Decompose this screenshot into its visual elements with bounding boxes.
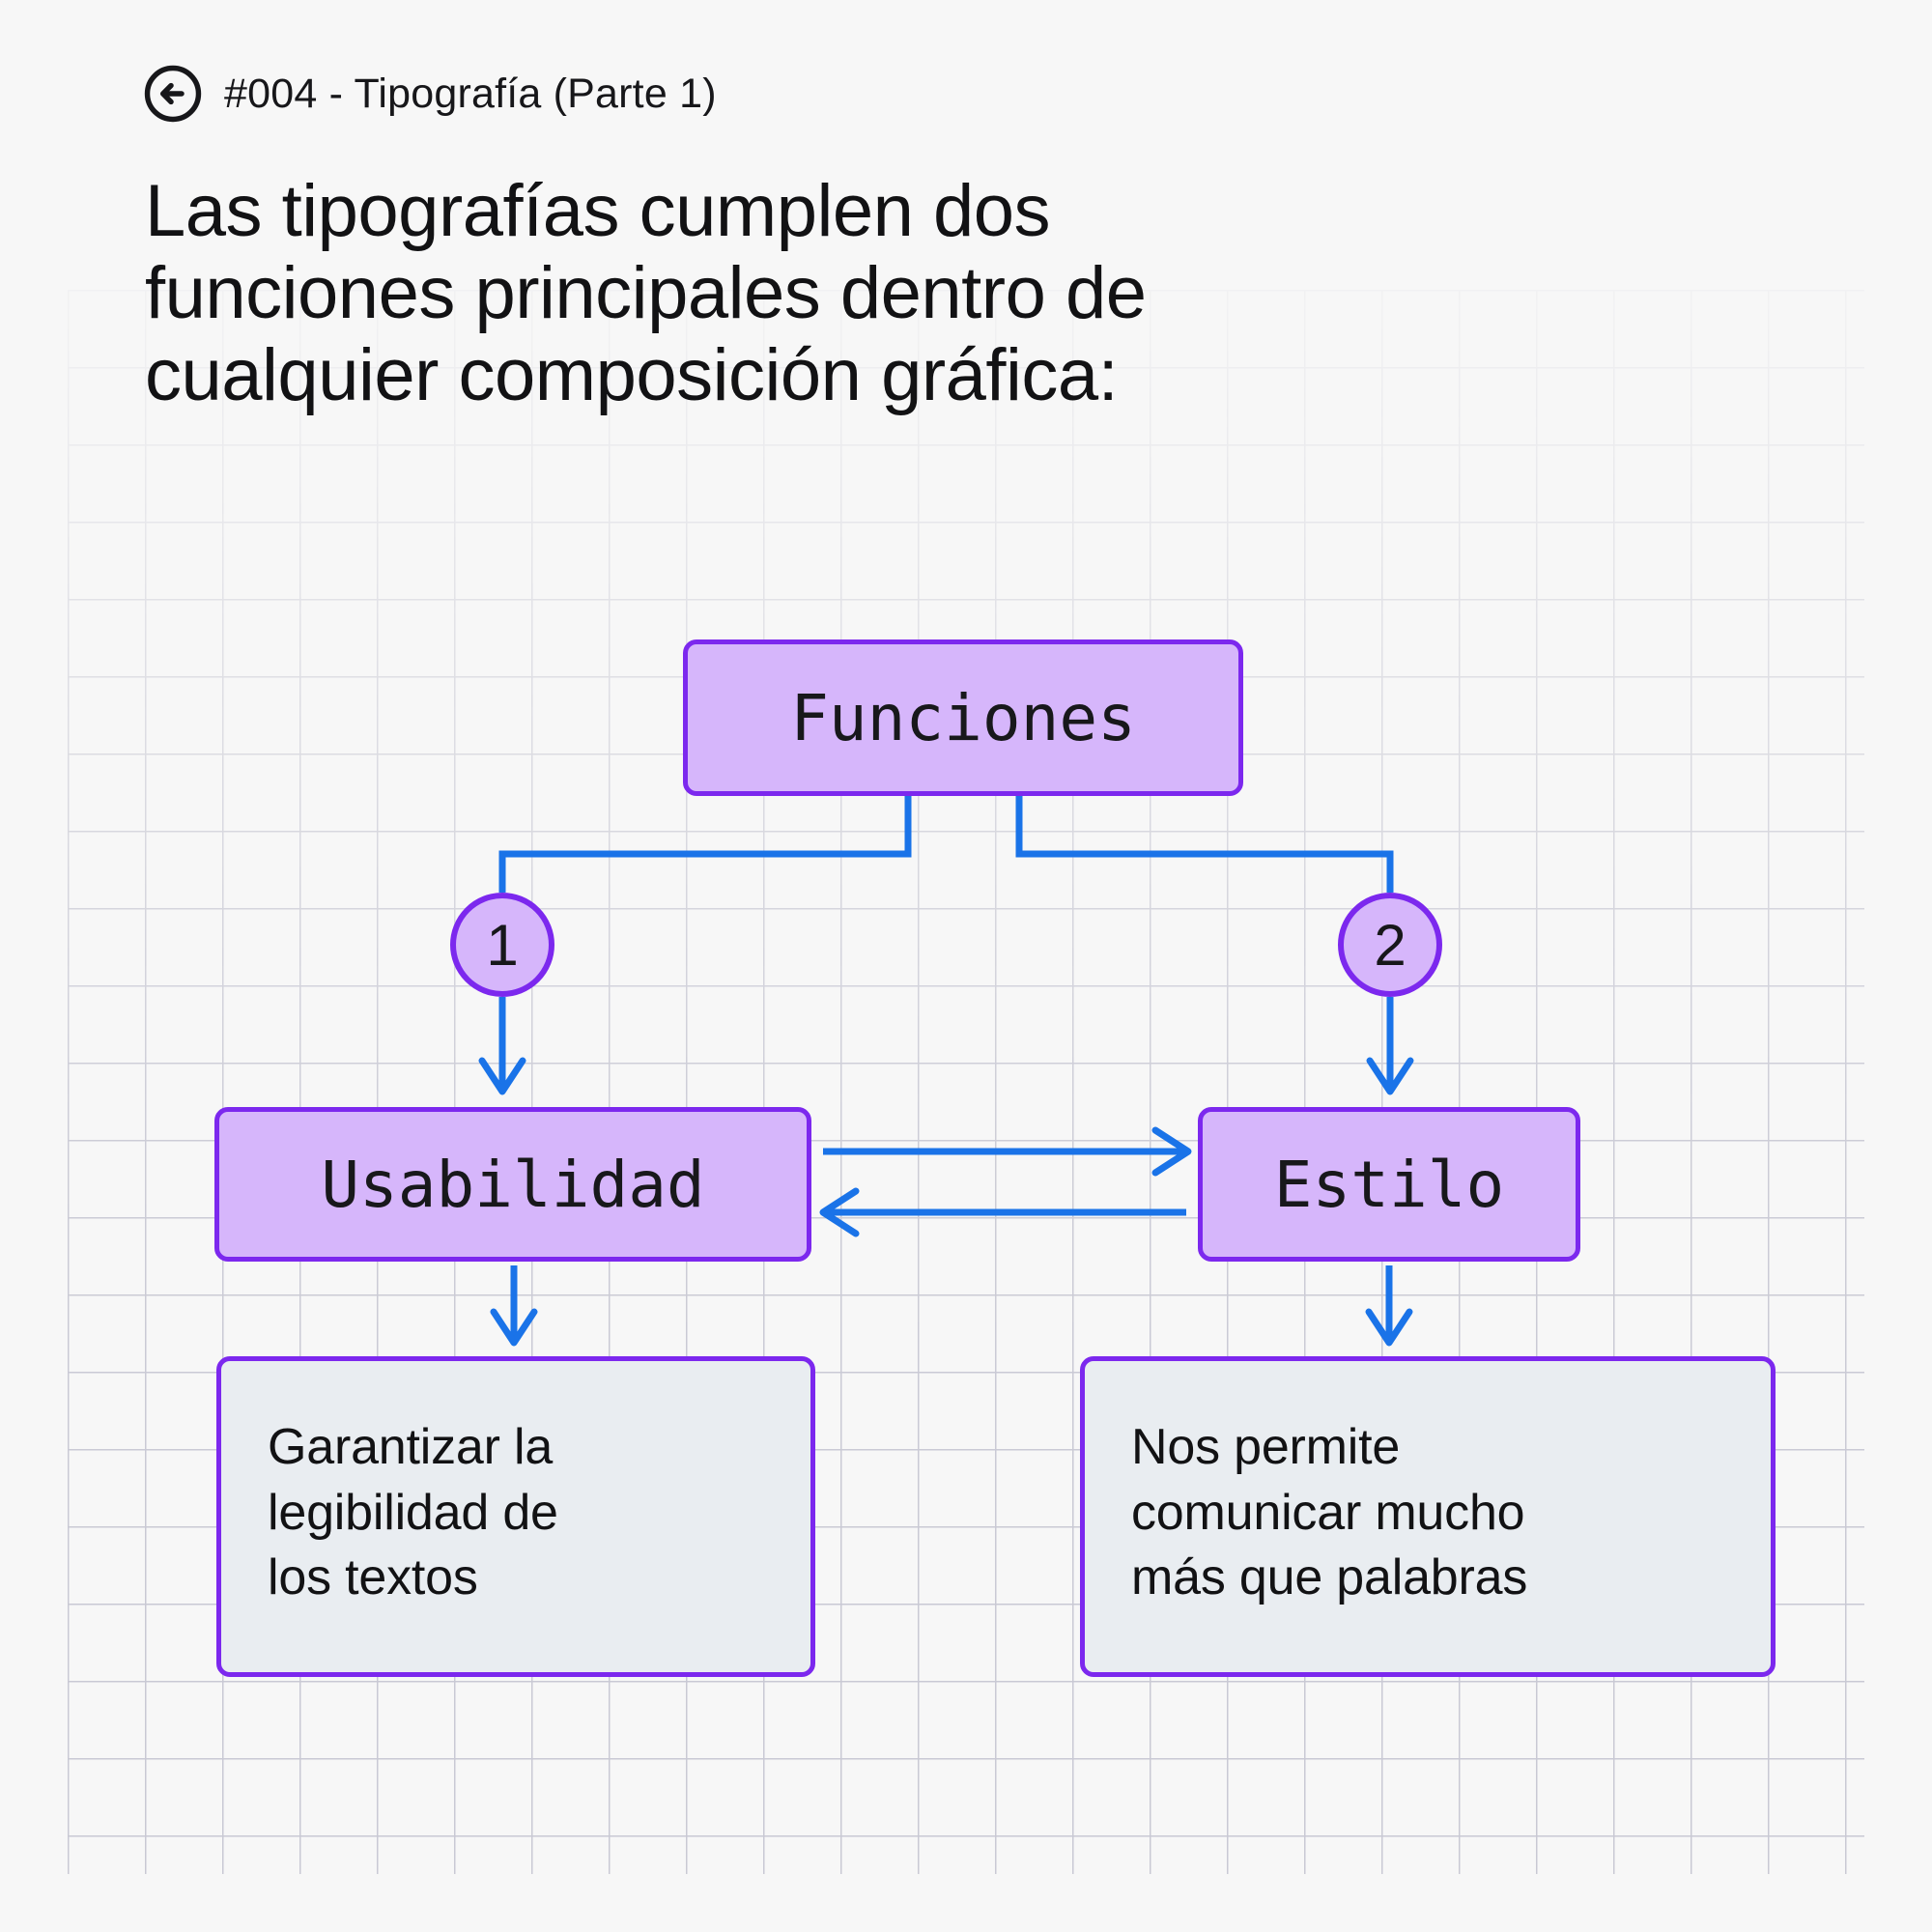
arrowhead-estilo-to-detail [1365,1308,1413,1347]
page-title: Las tipografías cumplen dos funciones pr… [145,170,1147,417]
breadcrumb-label: #004 - Tipografía (Parte 1) [224,70,717,117]
arrow-left-circle-icon[interactable] [143,64,203,124]
branch-number-2[interactable]: 2 [1338,893,1442,997]
arrowhead-1-to-usabilidad [478,1057,526,1095]
branch-number-1[interactable]: 1 [450,893,554,997]
arrowhead-2-to-estilo [1366,1057,1414,1095]
detail-card-usabilidad[interactable]: Garantizar la legibilidad de los textos [216,1356,815,1677]
connector-root-to-1 [498,796,912,893]
node-usabilidad[interactable]: Usabilidad [214,1107,811,1262]
arrowhead-estilo-to-usabilidad [819,1187,860,1237]
node-funciones[interactable]: Funciones [683,639,1243,796]
node-estilo[interactable]: Estilo [1198,1107,1580,1262]
connector-root-to-2 [1015,796,1394,893]
breadcrumb: #004 - Tipografía (Parte 1) [143,64,717,124]
arrowhead-usabilidad-to-estilo [1151,1126,1192,1177]
detail-card-estilo[interactable]: Nos permite comunicar mucho más que pala… [1080,1356,1776,1677]
arrowhead-usabilidad-to-detail [490,1308,538,1347]
